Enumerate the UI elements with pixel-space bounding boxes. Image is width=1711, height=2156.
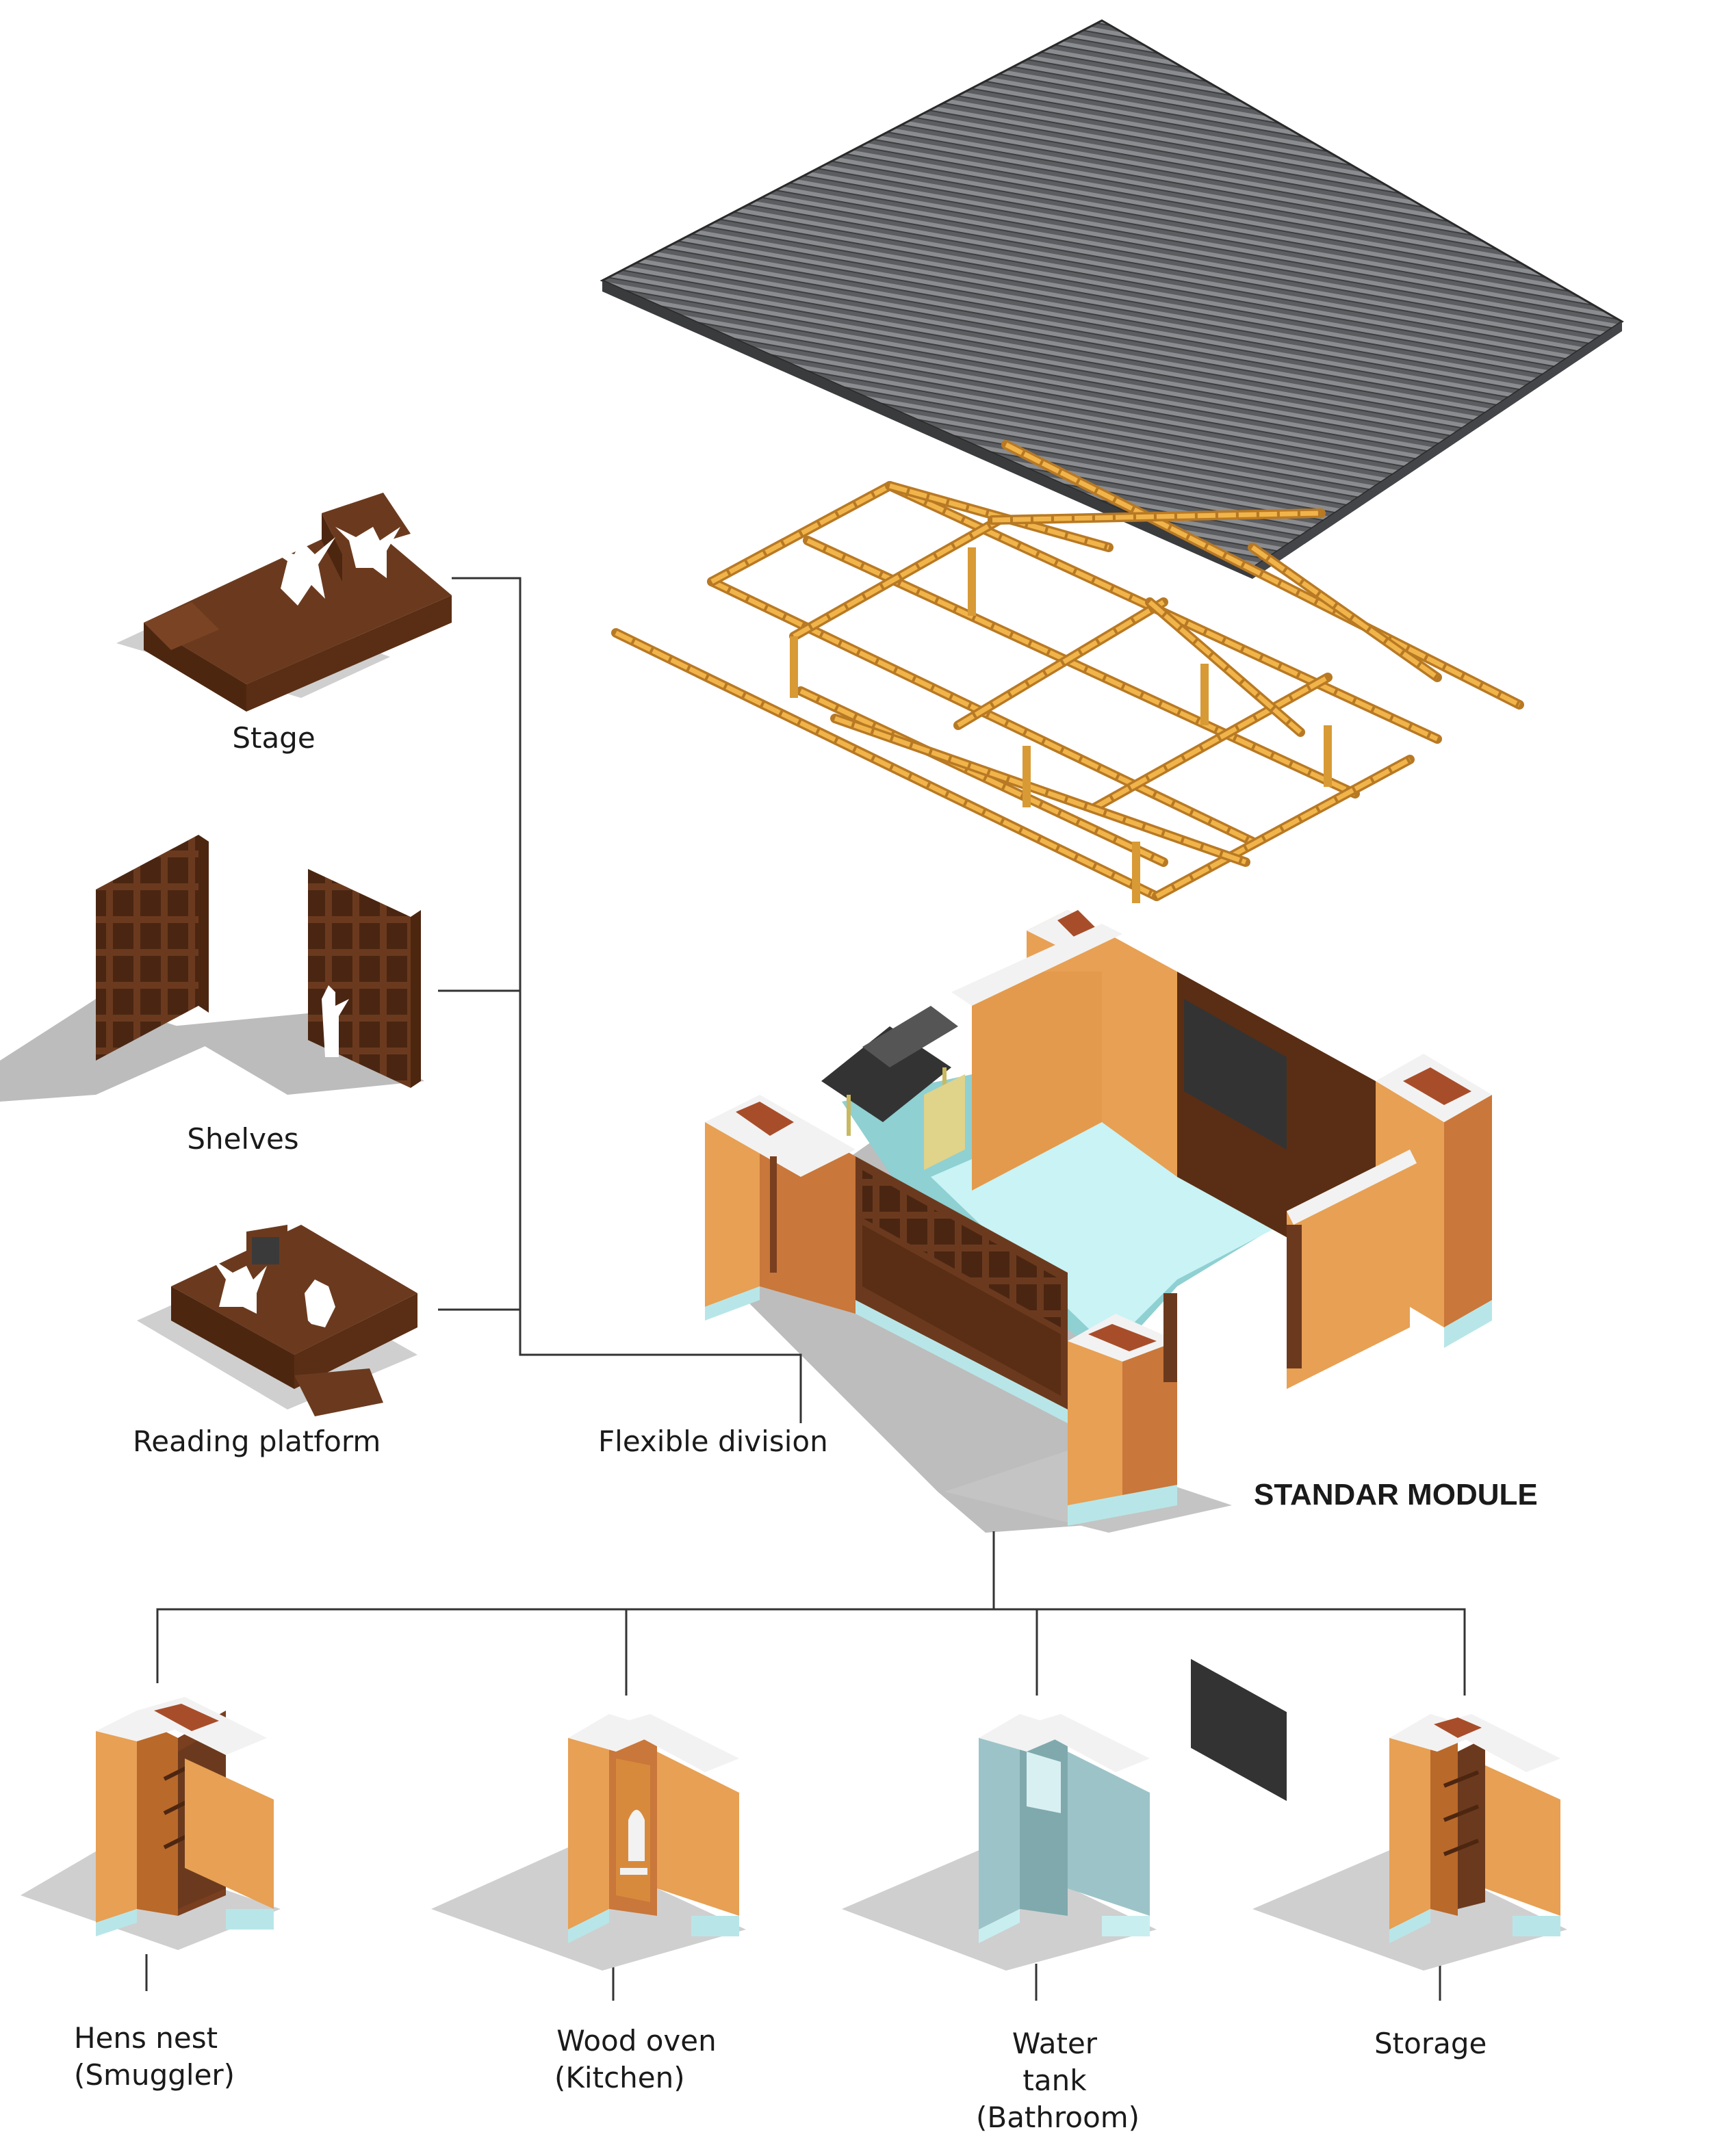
reading-platform-furniture bbox=[137, 1225, 417, 1416]
corrugated-roof bbox=[600, 19, 1624, 579]
connector-lines bbox=[145, 577, 1466, 2001]
diagram-title: STANDAR MODULE bbox=[1254, 1478, 1538, 1511]
module-water-tank bbox=[842, 1714, 1157, 1971]
module-hens-nest bbox=[21, 1697, 281, 1950]
module-sub: (Smuggler) bbox=[74, 2058, 235, 2092]
stage-furniture bbox=[116, 493, 452, 712]
module-sub: (Bathroom) bbox=[976, 2101, 1140, 2134]
module-label-wood-oven: Wood oven (Kitchen) bbox=[554, 2023, 773, 2096]
label-stage: Stage bbox=[232, 721, 316, 755]
shelves-furniture bbox=[0, 835, 424, 1102]
module-name: Wood oven bbox=[556, 2024, 717, 2057]
label-reading-platform: Reading platform bbox=[133, 1425, 381, 1458]
module-name: Water tank bbox=[1012, 2027, 1098, 2097]
label-flexible-division: Flexible division bbox=[598, 1425, 828, 1458]
module-label-storage: Storage bbox=[1374, 2025, 1525, 2062]
module-name: Hens nest bbox=[74, 2021, 218, 2055]
module-label-water-tank: Water tank (Bathroom) bbox=[976, 2025, 1195, 2136]
module-wood-oven bbox=[431, 1714, 746, 1971]
bamboo-structure bbox=[611, 440, 1524, 903]
module-label-hens-nest: Hens nest (Smuggler) bbox=[74, 2020, 293, 2094]
module-sub: (Kitchen) bbox=[554, 2061, 685, 2094]
label-shelves: Shelves bbox=[187, 1122, 299, 1156]
standard-module bbox=[705, 910, 1492, 1802]
module-storage bbox=[1252, 1714, 1567, 1971]
module-name: Storage bbox=[1374, 2027, 1487, 2060]
kitchen-hut bbox=[821, 1006, 965, 1170]
